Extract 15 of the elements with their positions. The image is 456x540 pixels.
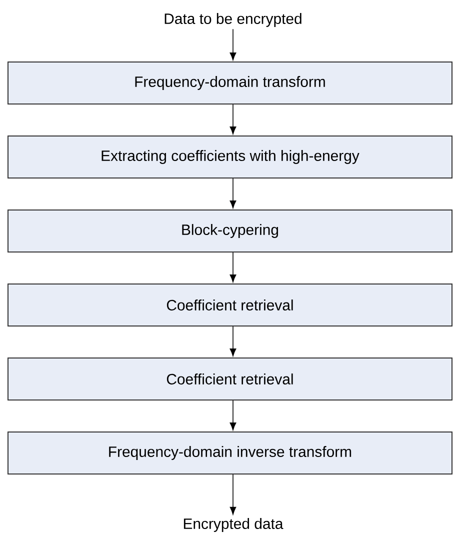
process-box: Frequency-domain transform xyxy=(8,62,452,104)
arrow xyxy=(230,104,236,134)
arrow xyxy=(230,178,236,208)
arrow xyxy=(230,400,236,430)
arrow xyxy=(230,326,236,356)
process-box: Block-cypering xyxy=(8,210,452,252)
process-box: Coefficient retrieval xyxy=(8,284,452,326)
process-box: Coefficient retrieval xyxy=(8,358,452,400)
arrow xyxy=(230,474,236,515)
arrow xyxy=(230,28,236,60)
input-label: Data to be encrypted xyxy=(164,13,302,27)
process-box: Extracting coefficients with high-energy xyxy=(8,136,452,178)
output-label: Encrypted data xyxy=(184,518,284,532)
arrow xyxy=(230,252,236,282)
process-box: Frequency-domain inverse transform xyxy=(8,432,452,474)
